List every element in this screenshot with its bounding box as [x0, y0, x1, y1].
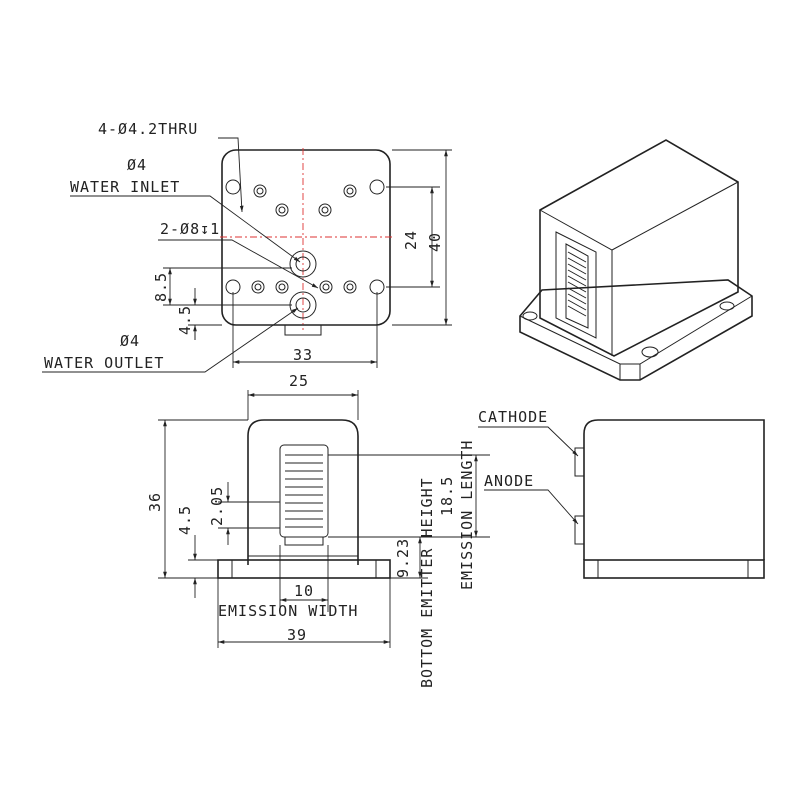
water-inlet-port	[289, 250, 317, 278]
iso-base-plate	[519, 279, 753, 381]
dim-height: 36	[146, 492, 164, 512]
dim-depth: 40	[426, 232, 444, 252]
iso-emitter-bars	[567, 251, 587, 317]
cathode-terminal	[574, 447, 585, 477]
dim-emitter-height: 9.23	[394, 538, 412, 578]
dim-window-width: 25	[289, 372, 309, 390]
front-view	[158, 390, 490, 648]
side-view	[478, 419, 765, 579]
top-view-tab	[284, 324, 322, 336]
dim-emission-length: 18.5	[438, 476, 456, 516]
thru-holes-label: 4-Ø4.2THRU	[98, 120, 198, 138]
dim-edge-2-05: 2.05	[208, 486, 226, 526]
water-outlet-label: WATER OUTLET	[44, 354, 164, 372]
thru-hole	[369, 179, 385, 195]
side-body	[583, 419, 765, 560]
dim-offset-4-5: 4.5	[176, 305, 194, 335]
water-inlet-label: WATER INLET	[70, 178, 180, 196]
dim-hole-spacing: 24	[402, 230, 420, 250]
isometric-view	[519, 139, 753, 381]
dim-base-width: 39	[287, 626, 307, 644]
screw-holes	[251, 184, 357, 294]
thru-hole	[225, 279, 241, 295]
emission-length-label: EMISSION LENGTH	[458, 440, 476, 590]
dim-emission-width: 10	[294, 582, 314, 600]
thru-hole	[225, 179, 241, 195]
bottom-emitter-height-label: BOTTOM EMITTER HEIGHT	[418, 477, 436, 688]
front-base	[217, 559, 391, 579]
outlet-diameter-label: Ø4	[120, 332, 140, 350]
front-emitter	[279, 444, 329, 538]
dim-base-4-5: 4.5	[176, 505, 194, 535]
cathode-label: CATHODE	[478, 408, 548, 426]
anode-terminal	[574, 515, 585, 545]
anode-label: ANODE	[484, 472, 534, 490]
dim-offset-8-5: 8.5	[152, 272, 170, 302]
side-base	[583, 559, 765, 579]
dim-top-width: 33	[293, 346, 313, 364]
iso-emitter-window	[555, 231, 597, 339]
top-view	[42, 137, 452, 373]
iso-body	[539, 139, 739, 357]
front-body	[247, 419, 359, 565]
front-emitter-bars	[285, 454, 323, 528]
inlet-diameter-label: Ø4	[127, 156, 147, 174]
thru-hole	[369, 279, 385, 295]
emission-width-label: EMISSION WIDTH	[218, 602, 358, 620]
counterbore-label: 2-Ø8↧1	[160, 220, 220, 238]
